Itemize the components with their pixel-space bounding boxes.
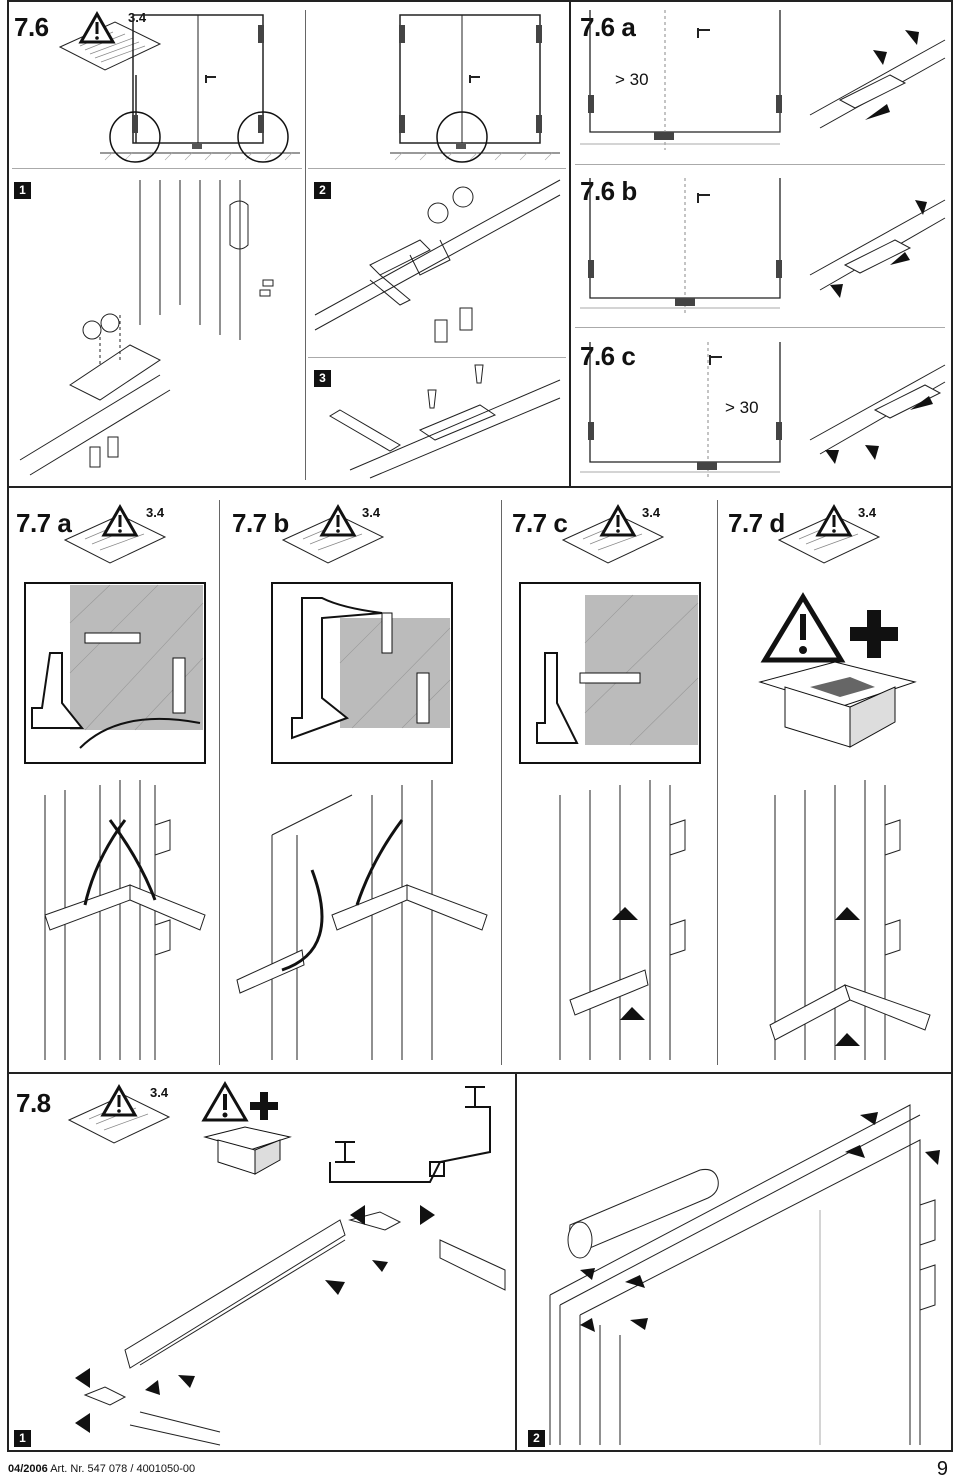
page-frame <box>7 0 953 1452</box>
door-assembly-step-2 <box>549 1104 940 1445</box>
profile-section-7-8 <box>329 1086 491 1183</box>
section-title-7-7c: 7.7 c <box>512 508 568 538</box>
step-badge-1-7-8: 1 <box>14 1430 31 1447</box>
row-divider-76b <box>575 327 945 328</box>
dimension-7-6a: > 30 <box>615 70 649 89</box>
bracket-detail-2 <box>314 179 561 343</box>
dimension-7-6c: > 30 <box>725 398 759 417</box>
section-title-7-7b: 7.7 b <box>232 508 289 538</box>
wall-section-7-7a <box>24 582 206 764</box>
footer-info: 04/2006 Art. Nr. 547 078 / 4001050-00 <box>8 1463 195 1475</box>
package-warning-icon <box>758 592 917 748</box>
col-divider-thin <box>305 10 306 480</box>
row-divider-76-3 <box>308 357 566 358</box>
col-divider-77c <box>717 500 718 1065</box>
bracket-detail-3 <box>329 364 561 479</box>
ref-7-7a: 3.4 <box>146 505 165 520</box>
step-badge-2-7-8: 2 <box>528 1430 545 1447</box>
col-divider-77b <box>501 500 502 1065</box>
frame-bracket-detail-1 <box>19 180 274 476</box>
frame-profile-7-7b <box>236 780 488 1060</box>
row-divider-76-2 <box>308 168 566 169</box>
frame-profile-7-7d <box>769 780 931 1060</box>
manual-warning-icon <box>281 503 385 564</box>
door-illustration-7-6-right <box>390 14 560 163</box>
manual-warning-icon <box>561 503 665 564</box>
row-divider-76-1 <box>12 168 302 169</box>
rail-assembly-step-1 <box>75 1205 506 1446</box>
section-title-7-8: 7.8 <box>16 1088 51 1118</box>
section-title-7-6c: 7.6 c <box>580 341 636 371</box>
manual-warning-icon <box>58 10 162 71</box>
package-warning-icon <box>201 1081 292 1175</box>
section-title-7-7a: 7.7 a <box>16 508 72 538</box>
step-badge-1: 1 <box>14 182 31 199</box>
wall-section-7-7b <box>271 582 453 764</box>
frame-profile-7-7c <box>559 780 686 1060</box>
ref-7-7b: 3.4 <box>362 505 381 520</box>
col-divider-top <box>569 0 571 486</box>
section-title-7-7d: 7.7 d <box>728 508 785 538</box>
manual-warning-icon <box>777 503 881 564</box>
row-divider-1 <box>7 486 953 488</box>
door-sections-7-6abc <box>580 10 782 480</box>
ref-7-8: 3.4 <box>150 1085 169 1100</box>
manual-warning-icon <box>63 503 167 564</box>
footer-date: 04/2006 <box>8 1463 48 1475</box>
row-divider-76a <box>575 164 945 165</box>
door-illustration-7-6-left <box>100 14 300 163</box>
frame-profile-7-7a <box>44 780 206 1060</box>
step-badge-2: 2 <box>314 182 331 199</box>
manual-warning-icon <box>67 1083 171 1144</box>
ref-7-7c: 3.4 <box>642 505 661 520</box>
ref-7-7d: 3.4 <box>858 505 877 520</box>
step-badge-3: 3 <box>314 370 331 387</box>
col-divider-78 <box>515 1072 517 1452</box>
section-title-7-6a: 7.6 a <box>580 12 636 42</box>
footer-article-label: Art. Nr. <box>50 1463 85 1475</box>
rail-details-7-6abc <box>809 30 946 464</box>
wall-section-7-7c <box>519 582 701 764</box>
section-title-7-6: 7.6 <box>14 12 49 42</box>
col-divider-77a <box>219 500 220 1065</box>
footer-article-number: 547 078 / 4001050-00 <box>87 1463 196 1475</box>
page-number: 9 <box>936 1458 948 1480</box>
row-divider-2 <box>7 1072 953 1074</box>
